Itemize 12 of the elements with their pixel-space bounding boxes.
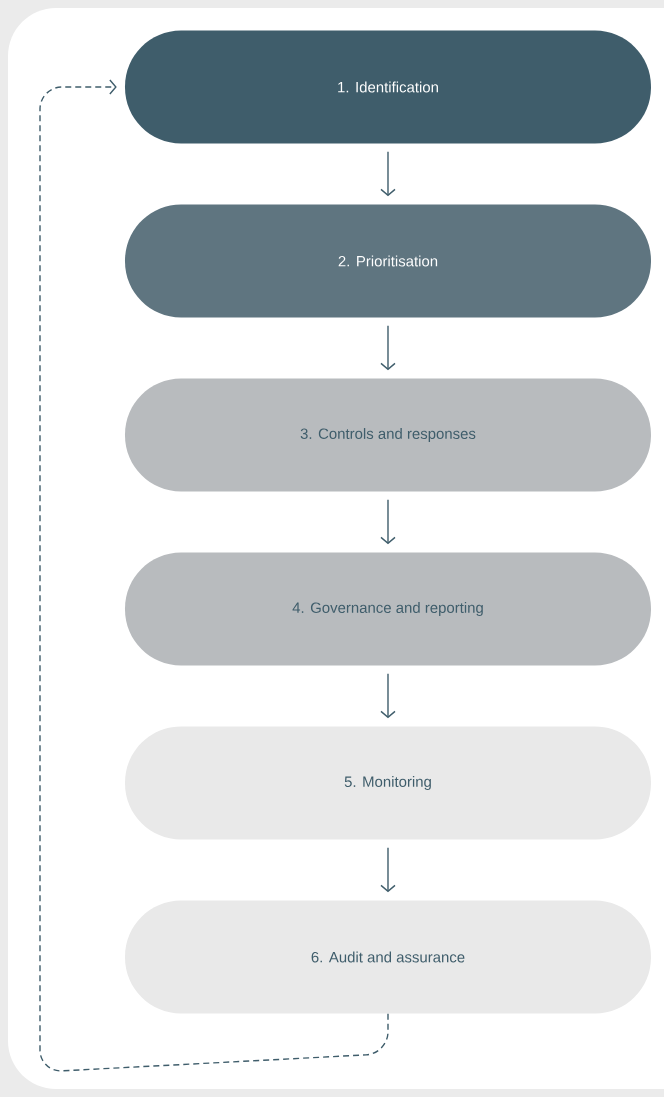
arrow (380, 151, 396, 197)
step-pill: 4. Governance and reporting (125, 552, 651, 666)
step-pill: 2. Prioritisation (125, 204, 651, 318)
loop-arrow (39, 79, 389, 1072)
arrow (380, 673, 396, 719)
arrow (380, 847, 396, 893)
step-pill: 5. Monitoring (125, 726, 651, 840)
step-pill: 6. Audit and assurance (125, 900, 651, 1014)
arrow (380, 499, 396, 545)
arrow (380, 325, 396, 371)
step-pill: 1. Identification (125, 30, 651, 144)
step-pill: 3. Controls and responses (125, 378, 651, 492)
